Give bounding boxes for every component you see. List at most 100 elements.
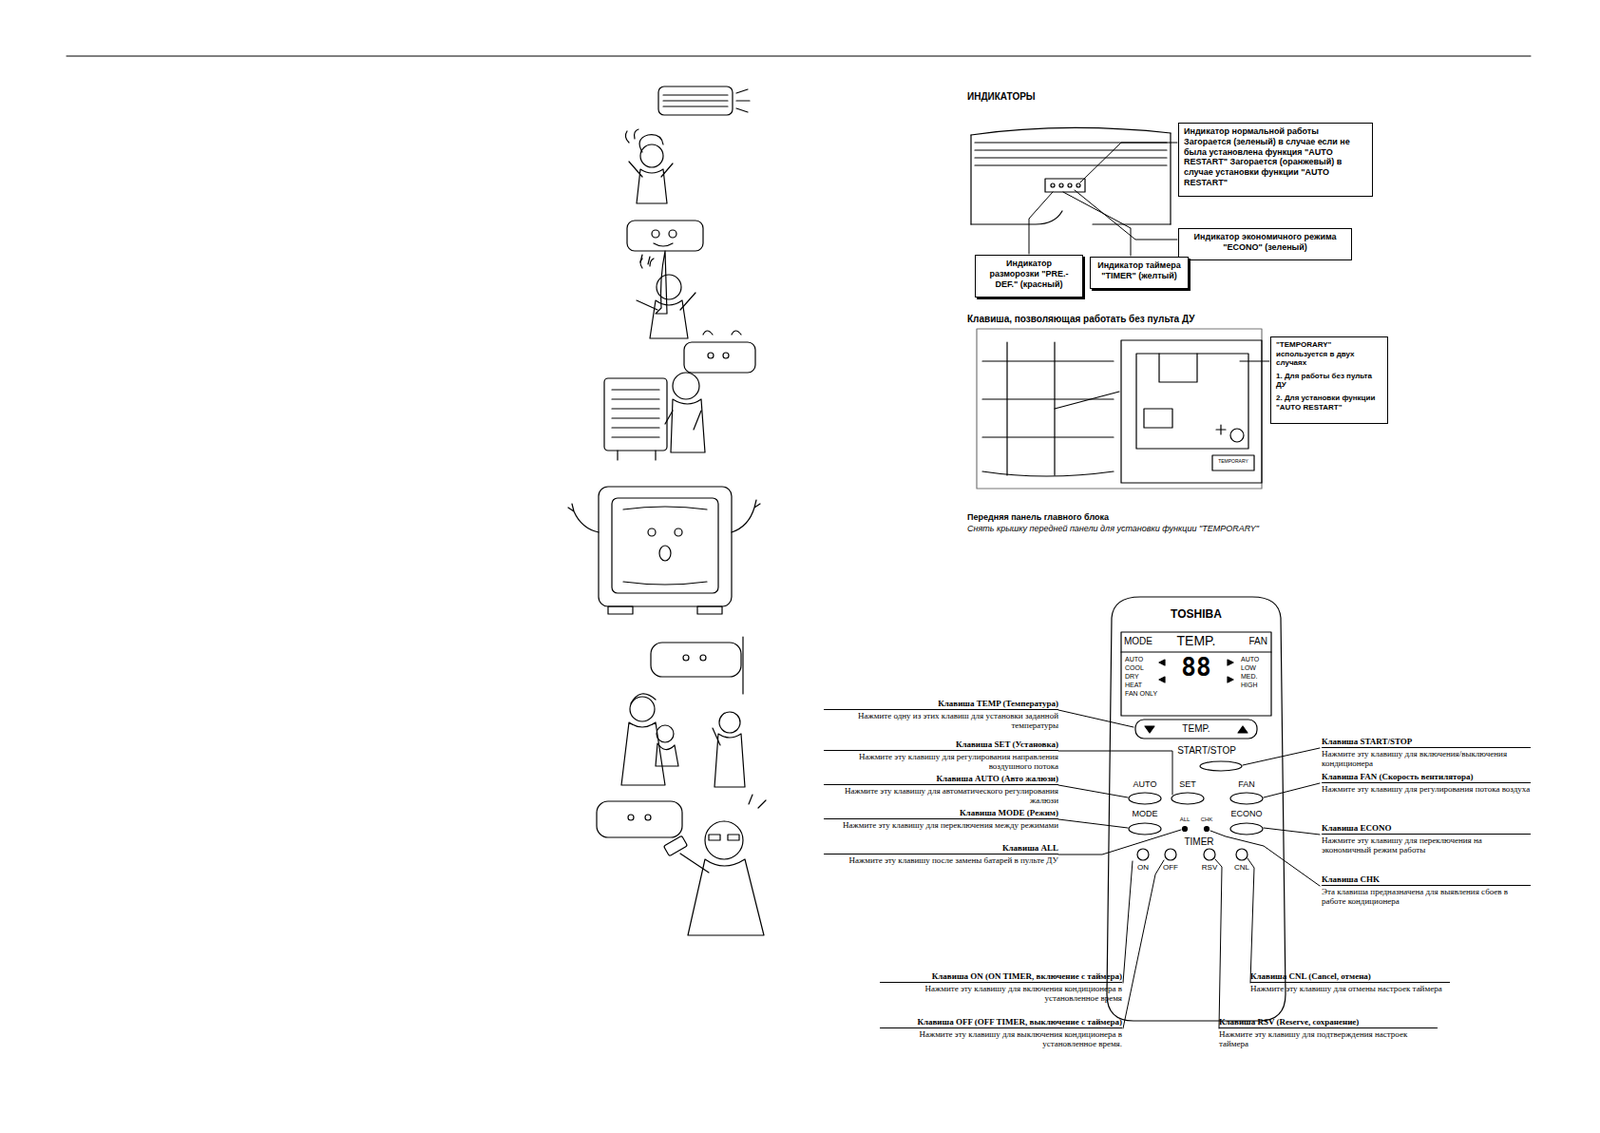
cartoon-ac-unit bbox=[683, 654, 689, 661]
cartoon-ac-unit bbox=[684, 342, 756, 373]
display-label: FAN bbox=[1231, 635, 1268, 647]
indoor-unit-drawing bbox=[974, 142, 1167, 166]
indicator-callout-box: Индикатор разморозки "PRE.-DEF." (красны… bbox=[974, 254, 1084, 298]
digit-display: 88 bbox=[1167, 653, 1225, 682]
heading: Клавиша, позволяющая работать без пульта… bbox=[967, 313, 1367, 324]
leader-line bbox=[1242, 747, 1320, 765]
cartoon-ac-unit bbox=[651, 229, 660, 238]
remote-control bbox=[1182, 826, 1188, 832]
callout-title: Клавиша ON (ON TIMER, включение с таймер… bbox=[879, 971, 1123, 983]
indoor-unit-drawing bbox=[1059, 183, 1064, 188]
cartoon-outdoor-unit bbox=[674, 528, 683, 536]
cartoon-person bbox=[640, 144, 664, 168]
cartoon-ac-unit bbox=[700, 654, 706, 661]
leader-line bbox=[1058, 784, 1128, 798]
cartoon-family bbox=[621, 693, 745, 787]
cartoon-ac-unit bbox=[628, 814, 634, 820]
cartoon-ac-unit bbox=[658, 86, 750, 115]
leader-line bbox=[1263, 827, 1320, 835]
callout-title: Клавиша START/STOP bbox=[1321, 737, 1531, 748]
cartoon-person bbox=[636, 169, 667, 204]
callout-text: Индикатор таймера "TIMER" (желтый) bbox=[1095, 260, 1183, 282]
remote-control bbox=[1128, 822, 1162, 835]
callout-title: Клавиша OFF (OFF TIMER, выключение с тай… bbox=[879, 1017, 1123, 1029]
cartoon-outdoor-unit bbox=[647, 528, 656, 536]
front-panel-drawing bbox=[976, 328, 1262, 489]
header-rule bbox=[66, 56, 1531, 58]
callout-text: Индикатор экономичного режима "ECONO" (з… bbox=[1183, 231, 1347, 253]
leader-line bbox=[1215, 858, 1222, 1029]
key-label: OFF bbox=[1159, 863, 1182, 873]
callout-title: Клавиша FAN (Скорость вентилятора) bbox=[1321, 772, 1531, 783]
leader-line bbox=[1058, 819, 1128, 828]
cartoon-outdoor-unit bbox=[608, 606, 633, 614]
callout-title: Клавиша ECONO bbox=[1321, 823, 1531, 835]
cartoon-person-carrying-unit bbox=[604, 372, 705, 460]
callout-title: Клавиша CHK bbox=[1321, 875, 1531, 886]
heading: ИНДИКАТОРЫ bbox=[967, 91, 1205, 102]
cartoon-outdoor-unit bbox=[731, 499, 761, 533]
cartoon-family bbox=[656, 724, 674, 743]
callout-text: 1. Для работы без пульта ДУ bbox=[1276, 371, 1383, 390]
cartoon-person bbox=[639, 134, 664, 153]
mode-item: COOL bbox=[1124, 664, 1163, 672]
callout-title: Клавиша MODE (Режим) bbox=[823, 808, 1059, 820]
remote-control bbox=[1203, 848, 1216, 860]
callout-text: Нажмите эту клавишу для включения кондиц… bbox=[879, 984, 1123, 1004]
front-panel-drawing bbox=[1216, 424, 1226, 435]
front-panel-drawing bbox=[982, 361, 1114, 477]
cartoon-ac-unit bbox=[723, 352, 729, 359]
leader-line bbox=[1028, 191, 1053, 254]
display-label: TEMP. bbox=[1167, 633, 1225, 648]
display-label: MODE bbox=[1123, 635, 1162, 647]
front-panel-drawing bbox=[1143, 353, 1198, 428]
cartoon-outdoor-unit bbox=[611, 497, 719, 593]
front-panel-drawing bbox=[1239, 361, 1270, 362]
leader-line bbox=[1058, 709, 1134, 727]
indoor-unit-drawing bbox=[1067, 183, 1072, 188]
remote-control bbox=[1128, 792, 1162, 804]
cartoon-person-carrying-unit bbox=[665, 410, 702, 430]
callout-title: Клавиша AUTO (Авто жалюзи) bbox=[823, 774, 1059, 785]
callout-text: Нажмите эту клавишу для регулирования по… bbox=[1321, 784, 1531, 795]
cartoon-outdoor-unit bbox=[697, 606, 723, 614]
indicator-callout-box: Индикатор экономичного режима "ECONO" (з… bbox=[1178, 228, 1353, 261]
callout-text: Нажмите эту клавишу для включения/выключ… bbox=[1321, 749, 1531, 769]
key-label: ON bbox=[1131, 863, 1155, 873]
remote-control bbox=[1137, 848, 1149, 860]
remote-control bbox=[1164, 848, 1177, 860]
mode-item: FAN ONLY bbox=[1124, 689, 1163, 698]
fan-item: LOW bbox=[1240, 664, 1272, 672]
callout-title: Клавиша ALL bbox=[823, 843, 1059, 855]
remote-control bbox=[1236, 848, 1248, 860]
cartoon-family bbox=[712, 727, 721, 745]
cartoon-person-carrying-unit bbox=[611, 389, 660, 438]
cartoon-man-with-remote bbox=[708, 834, 740, 840]
callout-title: Клавиша CNL (Cancel, отмена) bbox=[1250, 971, 1450, 983]
key-label: ALL bbox=[1173, 816, 1197, 823]
callout-text: Нажмите эту клавишу для автоматического … bbox=[823, 786, 1059, 806]
cartoon-person-carrying-unit bbox=[617, 450, 656, 460]
cartoon-ac-unit bbox=[658, 86, 733, 115]
leader-line bbox=[1074, 190, 1178, 240]
leader-line bbox=[1263, 782, 1320, 798]
callout-text: 2. Для установки функции "AUTO RESTART" bbox=[1276, 393, 1383, 412]
key-label: TIMER bbox=[1175, 836, 1223, 847]
leader-line bbox=[1247, 857, 1255, 983]
callout-text: Эта клавиша предназначена для выявления … bbox=[1321, 887, 1531, 907]
callout-text: Нажмите эту клавишу для выключения конди… bbox=[879, 1029, 1123, 1049]
cartoon-ac-unit bbox=[596, 800, 683, 838]
remote-control bbox=[1135, 719, 1258, 739]
fan-item: HIGH bbox=[1240, 681, 1272, 689]
indoor-unit-drawing bbox=[971, 127, 1171, 135]
remote-control bbox=[1106, 596, 1286, 1021]
cartoon-person bbox=[656, 274, 682, 300]
remote-control bbox=[1106, 596, 1286, 1021]
cartoon-ac-unit bbox=[627, 220, 704, 251]
cartoon-ac-unit bbox=[627, 220, 704, 314]
leader-line bbox=[1123, 859, 1164, 1029]
callout-text: "TEMPORARY" используется в двух случаях bbox=[1276, 340, 1383, 368]
brand-name: TOSHIBA bbox=[1139, 608, 1254, 621]
callout-text: Нажмите одну из этих клавиш для установк… bbox=[823, 711, 1059, 731]
front-panel-drawing bbox=[1230, 428, 1244, 442]
